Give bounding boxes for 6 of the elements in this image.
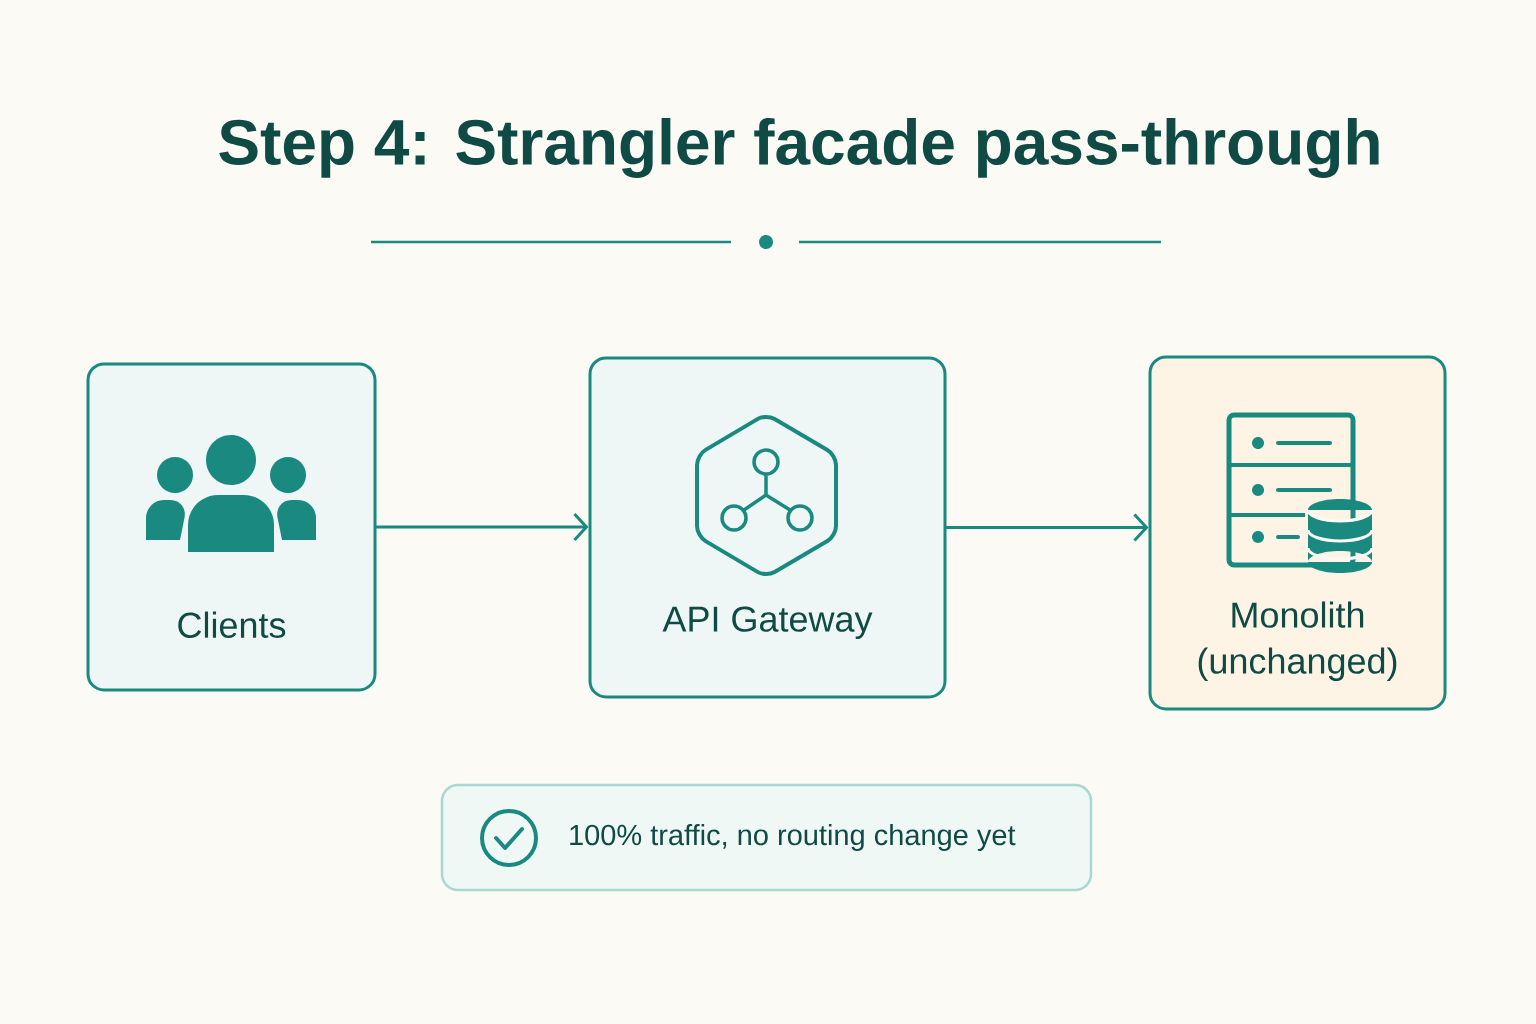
arrow <box>945 513 1149 542</box>
gateway-box: API Gateway <box>588 356 947 699</box>
arrow <box>375 513 589 541</box>
title: Step 4: Strangler facade pass-through <box>219 118 1379 178</box>
note-box: 100% traffic, no routing change yet <box>440 783 1093 892</box>
monolith-box: Monolith (unchanged) <box>1148 355 1447 711</box>
